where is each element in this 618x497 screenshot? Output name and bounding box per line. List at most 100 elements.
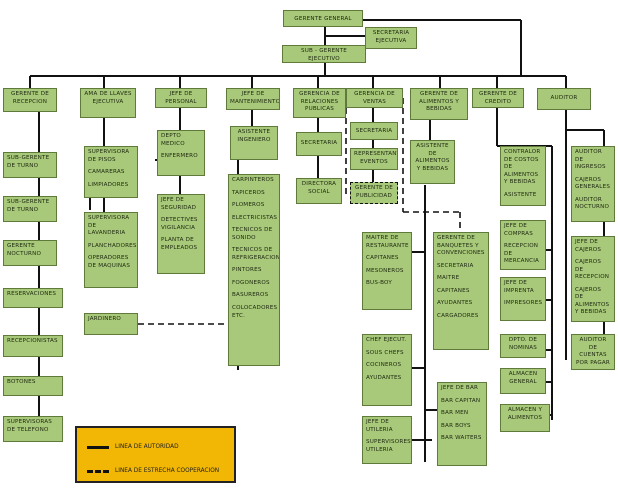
asistente-ingeniero: ASISTENTE INGENIERO — [230, 126, 278, 160]
recepcion-item: RESERVACIONES — [3, 288, 63, 308]
cajeros-item: CAJEROS DE ALIMENTOS Y BEBIDAS — [575, 286, 610, 316]
bar-item: BAR CAPITAN — [441, 397, 481, 404]
bar-item: JEFE DE BAR — [441, 385, 479, 391]
recepcion-item: SUPERVISORAS DE TELEFONO — [3, 416, 63, 442]
bar-item: BAR WAITERS — [441, 435, 482, 442]
personal-seguridad-box: JEFE DE SEGURIDAD DETECTIVES VIGILANCIA … — [157, 194, 205, 274]
auditor-cuentas-box: AUDITOR DE CUENTAS POR PAGAR — [571, 334, 615, 370]
dept-ventas: GERENCIA DE VENTAS — [346, 88, 403, 108]
legend-cooperacion-label: LINEA DE ESTRECHA COOPERACION — [115, 468, 220, 474]
imprenta-box: JEFE DE IMPRENTA IMPRESORES — [500, 277, 546, 321]
chef-item: AYUDANTES — [366, 374, 402, 381]
contralor-item: ASISTENTE — [504, 191, 537, 198]
legend: LINEA DE AUTORIDAD LINEA DE ESTRECHA COO… — [75, 426, 236, 483]
cajeros-box: JEFE DE CAJEROS CAJEROS DE RECEPCION CAJ… — [571, 236, 615, 322]
dept-auditor: AUDITOR — [537, 88, 591, 110]
enfermero: ENFERMERO — [161, 153, 198, 160]
asistente-alimentos: ASISTENTE DE ALIMENTOS Y BEBIDAS — [410, 140, 455, 184]
banquetes-item: AYUDANTES — [437, 300, 473, 307]
bar-item: BAR MEN — [441, 410, 469, 417]
worker-item: TAPICEROS — [232, 189, 265, 196]
compras-item: JEFE DE COMPRAS — [504, 223, 533, 237]
sub-gerente-ejecutivo-box: SUB - GERENTE EJECUTIVO — [282, 45, 366, 63]
solid-line-icon — [87, 445, 109, 449]
secretaria-ejecutiva-box: SECRETARIA EJECUTIVA — [365, 27, 417, 49]
gerente-publicidad: GERENTE DE PUBLICIDAD — [350, 182, 398, 204]
maitre-item: MESONEROS — [366, 267, 404, 274]
dept-relaciones-publicas: GERENCIA DE RELACIONES PUBLICAS — [293, 88, 346, 118]
legend-autoridad-label: LINEA DE AUTORIDAD — [115, 444, 179, 450]
auditor-ingresos-box: AUDITOR DE INGRESOS CAJEROS GENERALES AU… — [571, 146, 615, 222]
dept-alimentos: GERENTE DE ALIMENTOS Y BEBIDAS — [410, 88, 468, 120]
recepcion-item: GERENTE NOCTURNO — [3, 240, 57, 266]
maitre-item: BUS-BOY — [366, 280, 392, 287]
contralor-item: CONTRALOR DE COSTOS DE ALIMENTOS Y BEBID… — [504, 149, 541, 186]
operadores: OPERADORES DE MAQUINAS — [88, 255, 131, 269]
recepcion-item: SUB-GERENTE DE TURNO — [3, 152, 57, 178]
banquetes-box: GERENTE DE BANQUETES Y CONVENCIONES SECR… — [433, 232, 489, 350]
cajeros-item: CAJEROS DE RECEPCION — [575, 259, 610, 281]
banquetes-item: CARGADORES — [437, 312, 479, 319]
depto-medico: DEPTO MEDICO — [161, 133, 185, 147]
worker-item: COLOCADORES ETC. — [232, 305, 278, 319]
compras-item: RECEPCION DE MERCANCIA — [504, 243, 540, 265]
worker-item: FOGONEROS — [232, 279, 270, 286]
legend-autoridad: LINEA DE AUTORIDAD — [87, 442, 179, 452]
planchadores: PLANCHADORES — [88, 242, 137, 249]
auditor-ingresos-item: AUDITOR NOCTURNO — [575, 196, 610, 211]
camareras: CAMARERAS — [88, 169, 125, 176]
personal-medico-box: DEPTO MEDICO ENFERMERO — [157, 130, 205, 176]
maitre-item: CAPITANES — [366, 255, 399, 262]
gerente-general-box: GERENTE GENERAL — [283, 10, 363, 27]
banquetes-item: MAITRE — [437, 275, 460, 282]
supervisora-pisos: SUPERVISORA DE PISOS — [88, 149, 130, 163]
recepcion-item: BOTONES — [3, 376, 63, 396]
representante-eventos: REPRESENTANTE EVENTOS — [350, 148, 398, 170]
recepcion-item: SUB-GERENTE DE TURNO — [3, 196, 57, 222]
relaciones-secretaria: SECRETARIA — [296, 132, 342, 156]
bar-box: JEFE DE BAR BAR CAPITAN BAR MEN BAR BOYS… — [437, 382, 487, 466]
almacen-general-box: ALMACEN GENERAL — [500, 368, 546, 394]
chef-item: COCINEROS — [366, 362, 402, 369]
utileria-item: SUPERVISORES UTILERIA — [366, 439, 411, 453]
dept-credito: GERENTE DE CREDITO — [472, 88, 524, 108]
planta-empleados: PLANTA DE EMPLEADOS — [161, 237, 198, 251]
auditor-ingresos-item: AUDITOR DE INGRESOS — [575, 149, 606, 171]
banquetes-item: SECRETARIA — [437, 262, 474, 269]
llaves-lavanderia-box: SUPERVISORA DE LAVANDERIA PLANCHADORES O… — [84, 212, 138, 288]
worker-item: TECNICOS DE REFRIGERACION — [232, 247, 280, 261]
llaves-pisos-box: SUPERVISORA DE PISOS CAMARERAS LIMPIADOR… — [84, 146, 138, 198]
recepcion-item: RECEPCIONISTAS — [3, 335, 63, 357]
almacen-alimentos-box: ALMACEN Y ALIMENTOS — [500, 404, 550, 432]
worker-item: PLOMEROS — [232, 202, 265, 209]
utileria-box: JEFE DE UTILERIA SUPERVISORES UTILERIA — [362, 416, 412, 464]
limpiadores: LIMPIADORES — [88, 181, 129, 188]
dept-ama-de-llaves: AMA DE LLAVES EJECUTIVA — [80, 88, 136, 118]
nominas-box: DPTO. DE NOMINAS — [500, 334, 546, 358]
imprenta-item: JEFE DE IMPRENTA — [504, 280, 534, 294]
jefe-seguridad: JEFE DE SEGURIDAD — [161, 197, 197, 211]
worker-item: BASUREROS — [232, 292, 269, 299]
worker-item: CARPINTEROS — [232, 177, 274, 183]
dashed-line-icon — [87, 469, 109, 473]
directora-social: DIRECTORA SOCIAL — [296, 178, 342, 204]
banquetes-item: CAPITANES — [437, 287, 470, 294]
contralor-box: CONTRALOR DE COSTOS DE ALIMENTOS Y BEBID… — [500, 146, 546, 206]
worker-item: ELECTRICISTAS — [232, 214, 278, 221]
chef-item: SOUS CHEFS — [366, 349, 404, 356]
chef-box: CHEF EJECUT. SOUS CHEFS COCINEROS AYUDAN… — [362, 334, 412, 406]
mantenimiento-workers: CARPINTEROS TAPICEROS PLOMEROS ELECTRICI… — [228, 174, 280, 366]
worker-item: TECNICOS DE SONIDO — [232, 227, 273, 241]
worker-item: PINTORES — [232, 267, 262, 274]
cajeros-item: JEFE DE CAJEROS — [575, 239, 602, 253]
chef-item: CHEF EJECUT. — [366, 337, 407, 343]
utileria-item: JEFE DE UTILERIA — [366, 419, 393, 433]
jardinero-box: JARDINERO — [84, 313, 138, 335]
maitre-box: MAITRE DE RESTAURANTE CAPITANES MESONERO… — [362, 232, 412, 310]
banquetes-item: GERENTE DE BANQUETES Y CONVENCIONES — [437, 235, 485, 257]
detectives: DETECTIVES VIGILANCIA — [161, 217, 198, 231]
dept-recepcion: GERENTE DE RECEPCION — [3, 88, 57, 112]
dept-personal: JEFE DE PERSONAL — [155, 88, 207, 108]
ventas-secretaria: SECRETARIA — [350, 122, 398, 140]
